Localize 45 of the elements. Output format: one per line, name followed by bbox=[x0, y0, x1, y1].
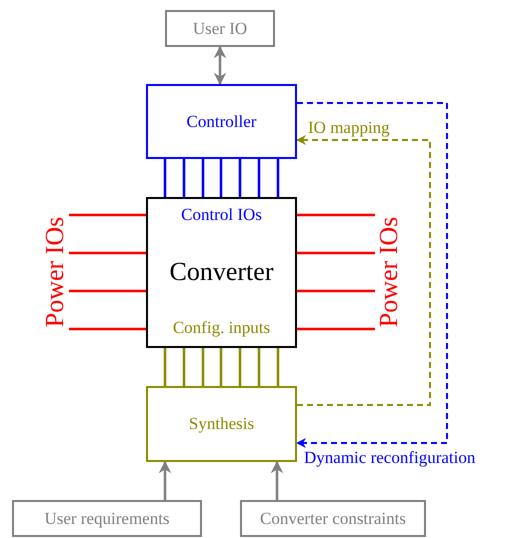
controller-box bbox=[146, 84, 297, 159]
io-box bbox=[165, 10, 275, 47]
connector-line bbox=[220, 159, 222, 197]
connector-line bbox=[69, 290, 146, 292]
connector-line bbox=[164, 159, 166, 197]
node-label: Converter constraints bbox=[260, 508, 406, 528]
connector-line bbox=[69, 328, 146, 330]
edge-label: IO mapping bbox=[306, 119, 392, 137]
node-label: User requirements bbox=[44, 508, 170, 528]
arrow bbox=[158, 460, 172, 500]
connector-line bbox=[202, 348, 204, 386]
connector-line bbox=[69, 214, 146, 216]
section-label: Config. inputs bbox=[172, 318, 270, 338]
side-label: Power IOs bbox=[41, 216, 69, 328]
arrow bbox=[214, 46, 226, 86]
arrow bbox=[270, 460, 284, 500]
connector-line bbox=[258, 348, 260, 386]
connector-line bbox=[297, 214, 375, 216]
connector-line bbox=[202, 159, 204, 197]
synthesis-box bbox=[146, 386, 297, 462]
node-title: Converter bbox=[170, 256, 274, 286]
connector-line bbox=[297, 252, 375, 254]
node-label: Controller bbox=[186, 112, 256, 132]
connector-line bbox=[297, 328, 375, 330]
connector-line bbox=[182, 348, 186, 386]
connector-line bbox=[69, 252, 146, 254]
connector-line bbox=[220, 348, 222, 386]
connector-line bbox=[258, 159, 260, 197]
section-label: Control IOs bbox=[181, 205, 262, 225]
connector-line bbox=[238, 348, 242, 386]
side-label: Power IOs bbox=[375, 216, 403, 328]
connector-line bbox=[276, 159, 280, 197]
connector-line bbox=[164, 348, 166, 386]
node-label: Synthesis bbox=[188, 414, 254, 434]
input-box bbox=[12, 500, 202, 537]
connector-line bbox=[276, 348, 280, 386]
arrow bbox=[296, 102, 448, 448]
input-box bbox=[240, 500, 426, 537]
connector-line bbox=[182, 159, 186, 197]
arrow bbox=[296, 135, 431, 406]
node-label: User IO bbox=[192, 18, 248, 38]
converter-box bbox=[146, 197, 297, 348]
connector-line bbox=[297, 290, 375, 292]
connector-line bbox=[238, 159, 242, 197]
edge-label: Dynamic reconfiguration bbox=[302, 449, 478, 467]
